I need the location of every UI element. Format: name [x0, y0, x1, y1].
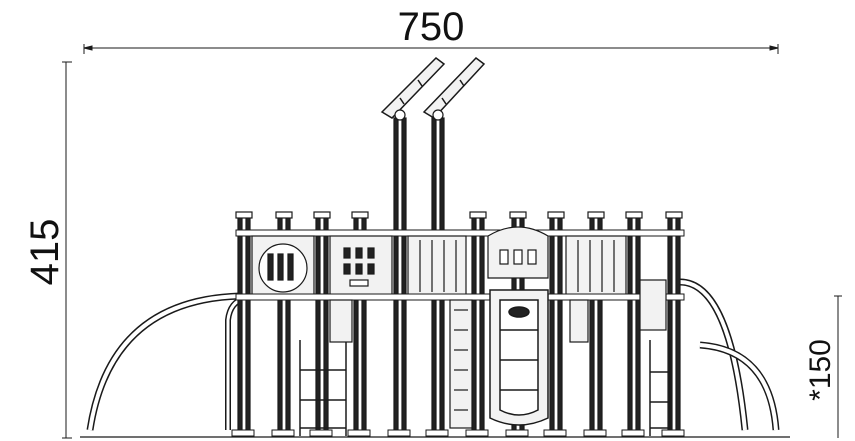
width-arrow-left: [83, 45, 93, 51]
post-9: [625, 211, 643, 437]
solar-panel-right: [422, 57, 486, 119]
panel-round-window: [251, 235, 315, 297]
solar-panel-left: [380, 57, 446, 119]
tube-slide: [489, 289, 549, 426]
left-curved-rail: [86, 292, 246, 431]
deck-beam: [235, 293, 685, 301]
lower-panels: [329, 279, 667, 343]
climbing-wall: [449, 299, 473, 429]
panel-bars: [407, 235, 467, 297]
panel-center-hood: [487, 226, 549, 279]
fall-height-dimension: [834, 295, 842, 438]
width-dimension: [83, 44, 779, 54]
width-arrow-right: [769, 45, 779, 51]
width-dimension-label: 750: [398, 5, 465, 49]
right-curved-rail: [679, 278, 780, 431]
post-footings: [231, 429, 685, 437]
height-dimension: [62, 61, 72, 439]
ladder-left: [299, 340, 347, 436]
post-3: [313, 211, 331, 437]
post-7: [547, 211, 565, 437]
height-dimension-label: 415: [23, 219, 67, 286]
top-beam: [235, 229, 685, 237]
panel-right-bars: [565, 235, 627, 297]
ladder-right: [649, 340, 671, 436]
post-1: [235, 211, 253, 437]
panel-holes: [329, 235, 393, 297]
post-10: [665, 211, 683, 437]
fall-height-label: *150: [804, 339, 837, 401]
tall-post-left: [393, 109, 407, 437]
